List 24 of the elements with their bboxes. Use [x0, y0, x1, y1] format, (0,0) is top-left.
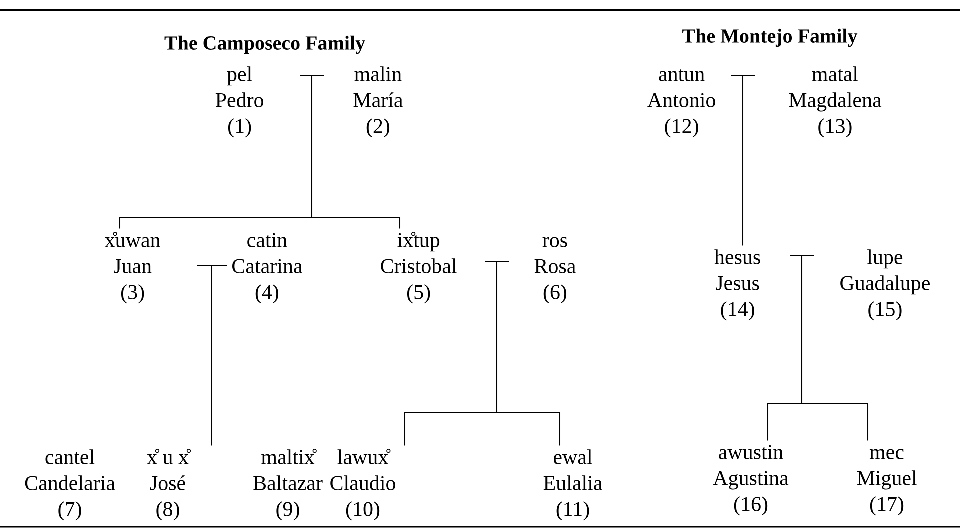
person-entry: awustin Agustina (16) — [713, 445, 789, 516]
descent-line — [300, 76, 400, 230]
person-entry: catin Catarina (4) — [232, 233, 302, 304]
descent-line — [730, 76, 744, 246]
person-entry: lupe Guadalupe (15) — [840, 250, 930, 321]
person-entry: x̊uwan Juan (3) — [105, 232, 160, 304]
person-entry: maltix̊ Baltazar (9) — [254, 449, 323, 521]
descent-line — [196, 266, 212, 446]
person-entry: malin María (2) — [354, 66, 403, 138]
person-entry: ros Rosa (6) — [534, 237, 576, 304]
person-entry: hesus Jesus (14) — [714, 250, 760, 321]
person-entry: mec Miguel (17) — [857, 449, 917, 516]
person-entry: matal Magdalena (13) — [789, 66, 882, 138]
person-entry: lawux̊ Claudio (10) — [330, 449, 396, 521]
person-entry: ix̊tup Cristobal (5) — [381, 232, 457, 304]
family-heading: The Camposeco Family — [164, 36, 366, 54]
descent-line — [484, 262, 560, 446]
descent-line — [790, 256, 868, 442]
family-heading: The Montejo Family — [682, 28, 858, 48]
person-entry: ewal Eulalia (11) — [544, 450, 602, 521]
person-entry: cantel Candelaria (7) — [25, 450, 116, 521]
person-entry: antun Antonio (12) — [648, 69, 716, 138]
person-entry: pel Pedro (1) — [216, 66, 264, 138]
person-entry: x̊ u x̊ José (8) — [147, 449, 192, 521]
